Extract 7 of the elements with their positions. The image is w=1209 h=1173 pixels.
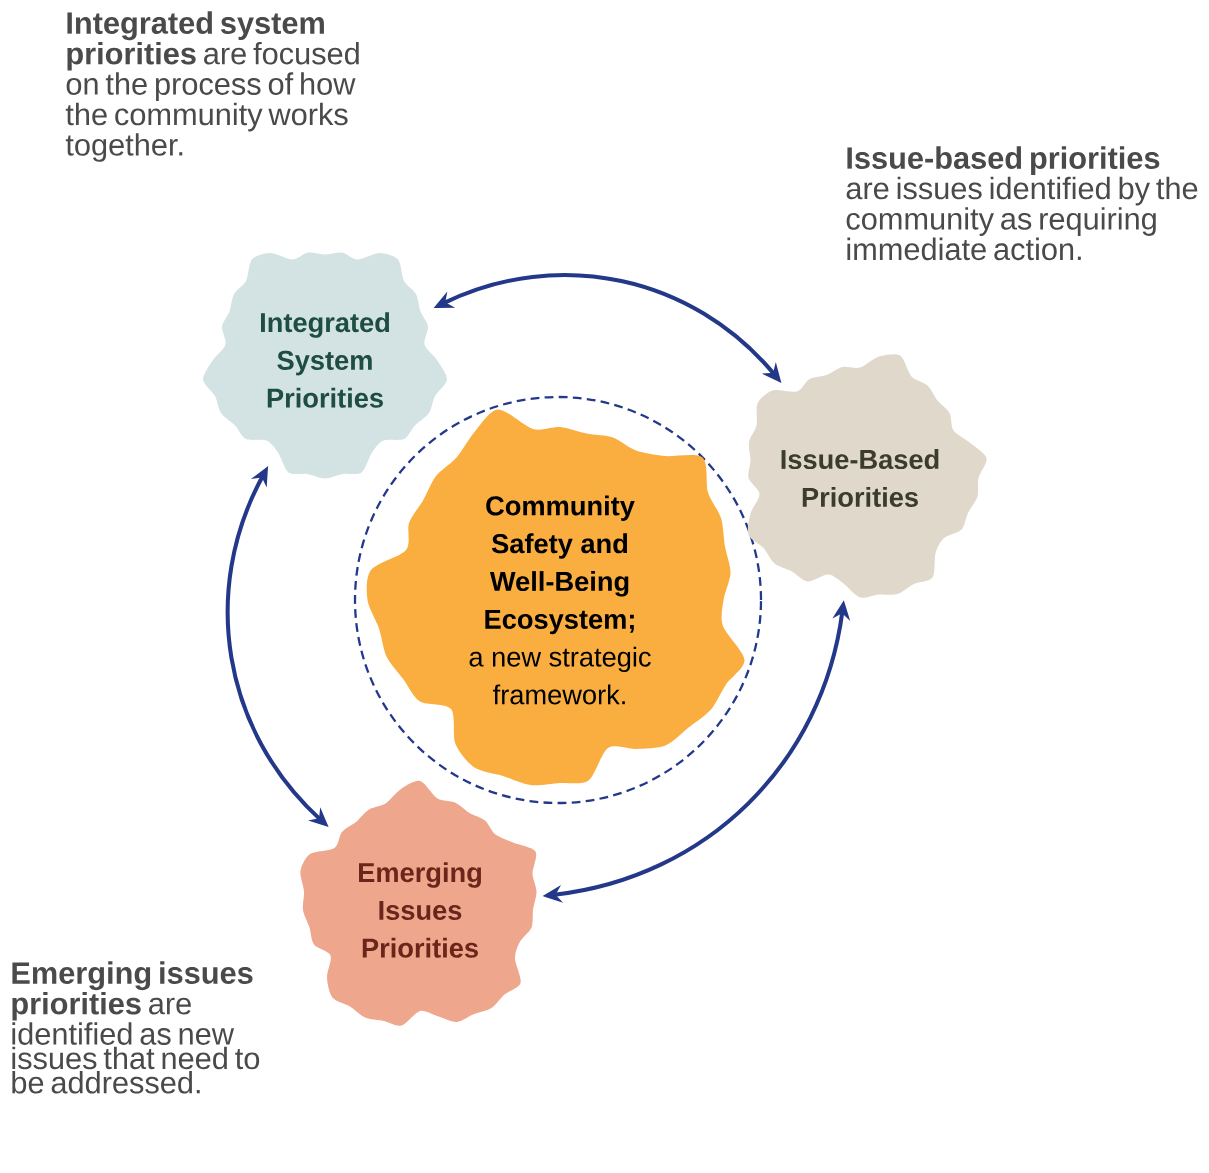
priority-blob: Integrated System Priorities bbox=[203, 252, 447, 479]
description-text: Issue-based priorities are issues identified by the community as requiring immediate action. bbox=[846, 146, 1198, 261]
description-text: Emerging issues priorities are identified as new issues that need to be addressed. bbox=[12, 961, 260, 1094]
priority-blob: Issue-Based Priorities bbox=[747, 354, 987, 598]
priority-blob: Emerging Issues Priorities bbox=[300, 780, 537, 1026]
center-blob: Community Safety and Well-Being Ecosystem; a new strategic framework. bbox=[366, 409, 745, 786]
description-text: Integrated system priorities are focused on the process of how the community works together. bbox=[65, 11, 359, 162]
